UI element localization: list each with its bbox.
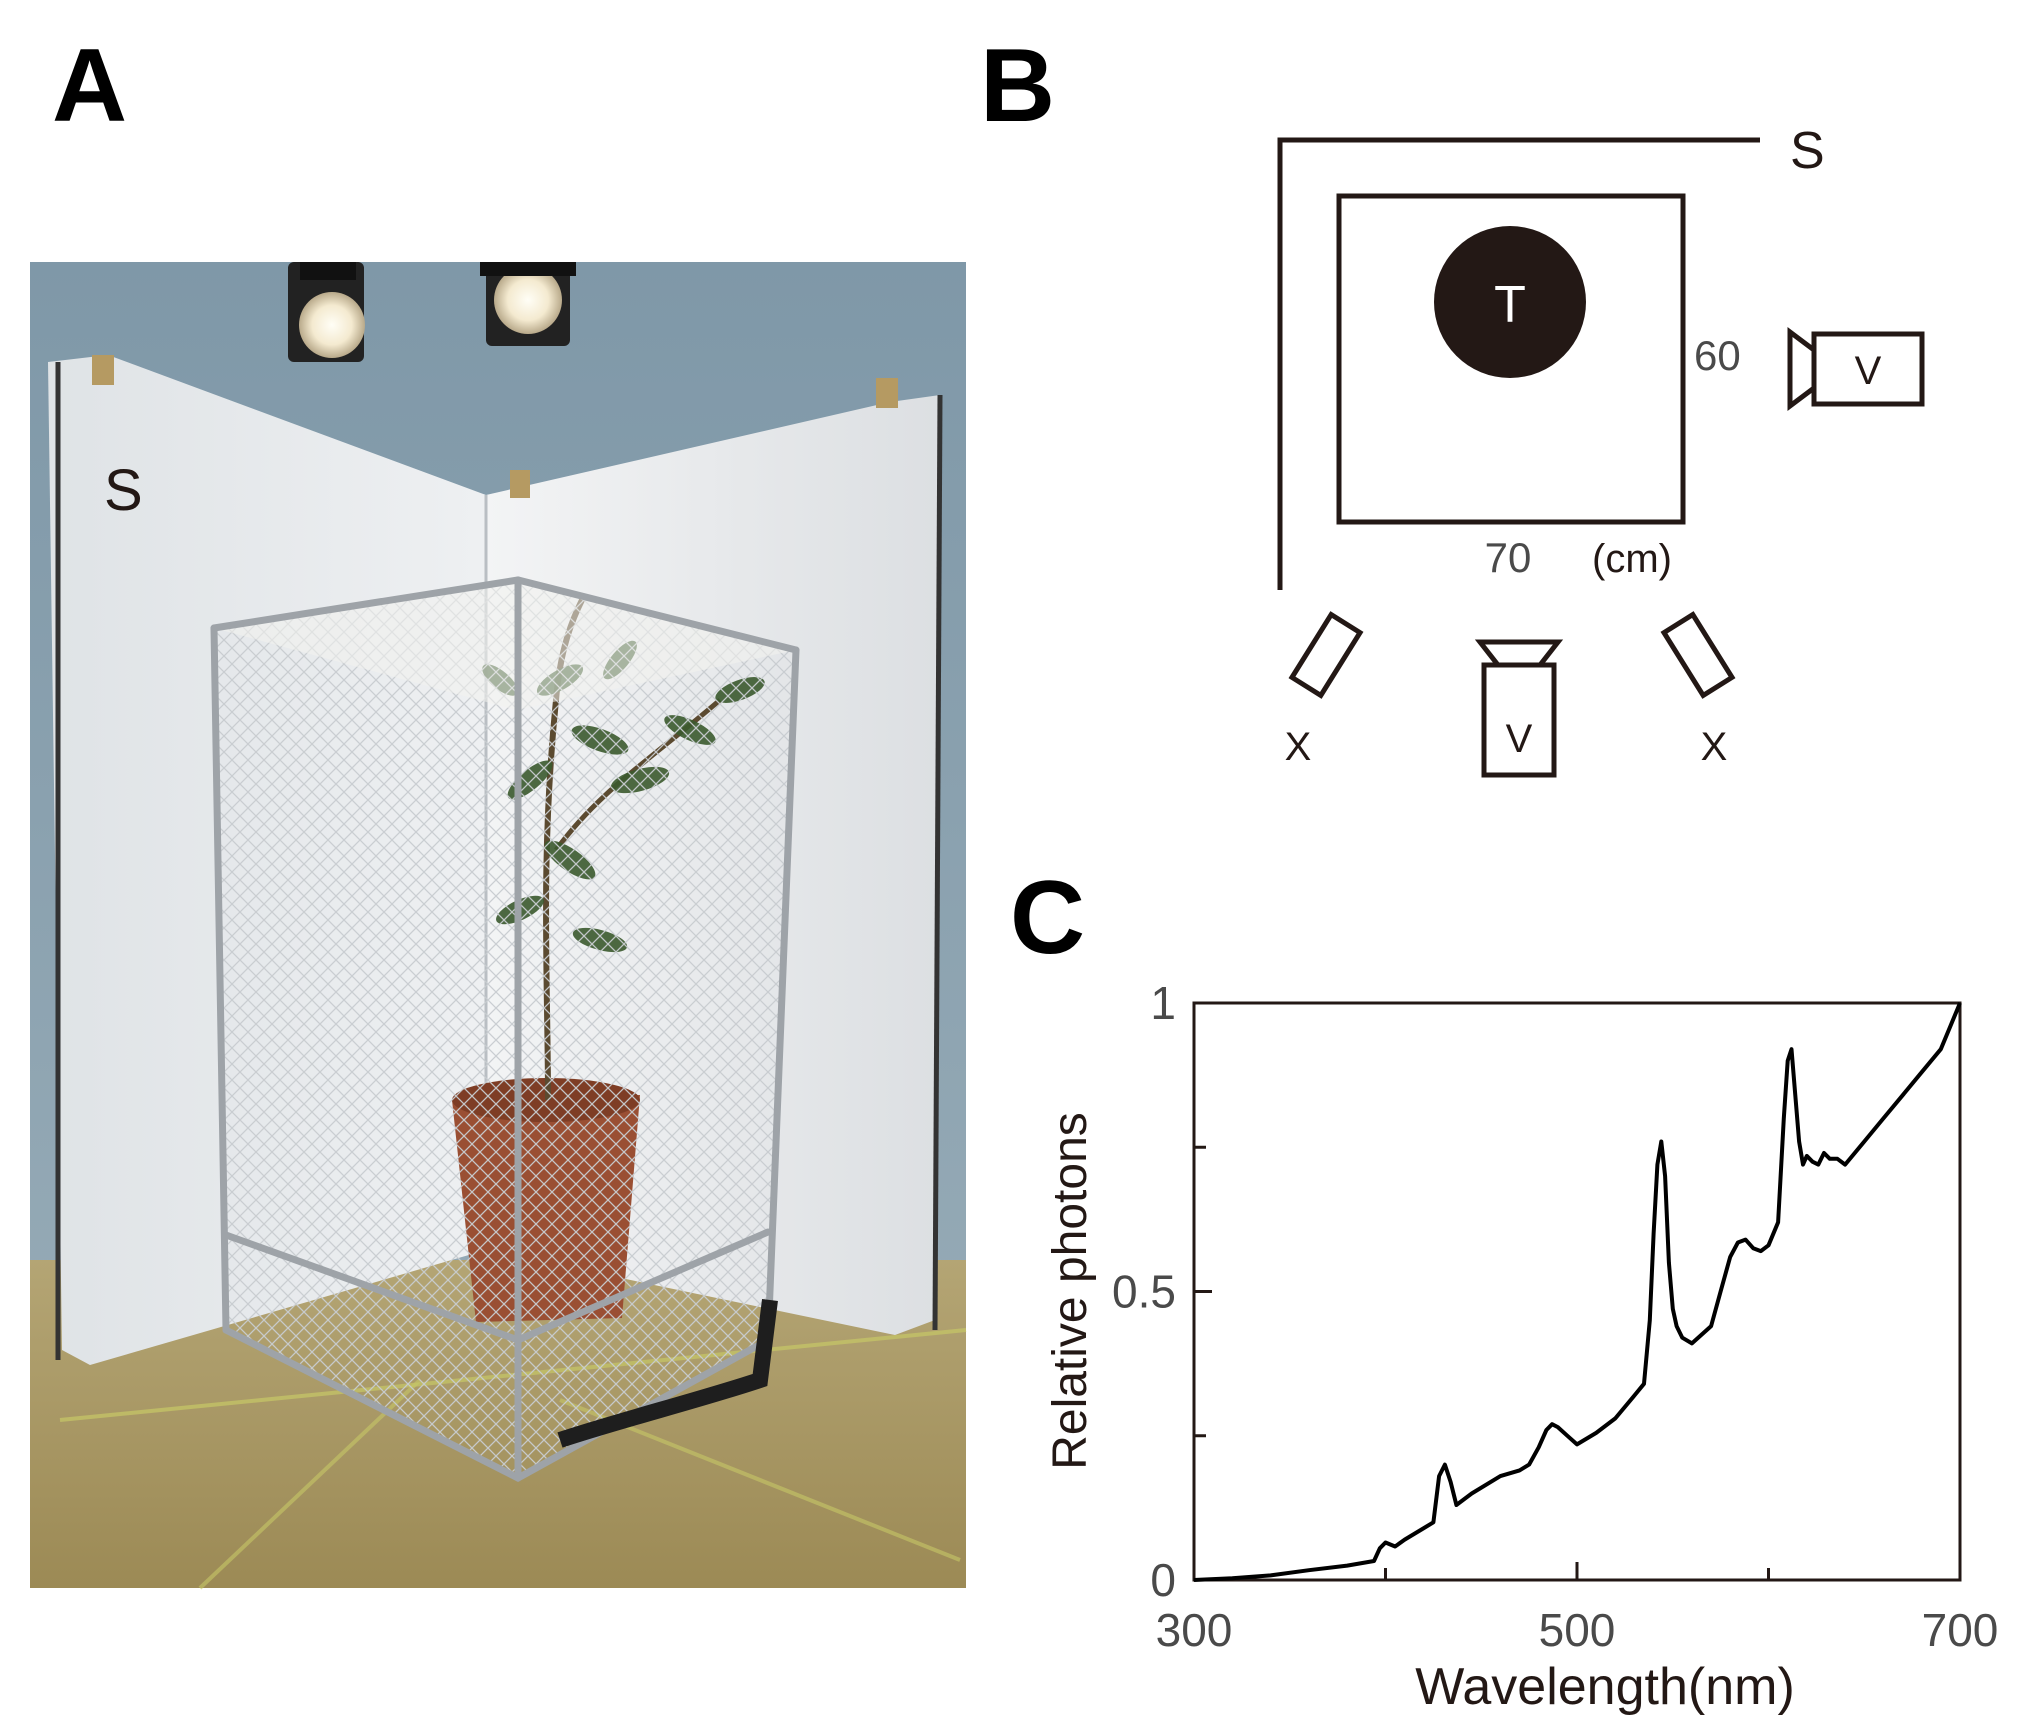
- x-tick-label: 500: [1539, 1604, 1616, 1656]
- panel-label-b: B: [980, 28, 1056, 144]
- x-tick-label: 300: [1156, 1604, 1233, 1656]
- xenon-label-left: X: [1285, 725, 1312, 769]
- experimental-setup-photo: S: [30, 262, 967, 1590]
- target-plant-circle: [1434, 226, 1586, 378]
- series-line-spectrum: [1193, 1002, 1962, 1582]
- xenon-lamp-left: [1288, 611, 1364, 699]
- mesh-cage: [210, 576, 800, 1482]
- spectrum-chart: 300 500 700 0 0.5 1 Wavelength(nm) Relative p…: [1044, 977, 1998, 1716]
- panel-label-c: C: [1010, 860, 1086, 976]
- y-tick-label: 1: [1150, 977, 1176, 1029]
- cage-outline: [1336, 193, 1686, 525]
- plot-frame: [1192, 1001, 1962, 1582]
- video-label-side: V: [1855, 349, 1882, 393]
- y-tick-label: 0: [1150, 1554, 1176, 1606]
- xenon-label-right: X: [1701, 725, 1728, 769]
- target-label: T: [1494, 276, 1526, 334]
- screen-line: [1277, 137, 1760, 590]
- lamp-right: [480, 262, 576, 346]
- photo-screen-label: S: [104, 458, 143, 523]
- xenon-lamp-right: [1660, 611, 1736, 699]
- setup-schematic: [1277, 137, 1925, 778]
- video-label-front: V: [1506, 717, 1533, 761]
- panel-label-a: A: [52, 28, 128, 144]
- x-axis-label: Wavelength(nm): [1415, 1658, 1795, 1716]
- y-tick-label: 0.5: [1112, 1266, 1176, 1318]
- y-axis-label: Relative photons: [1044, 1112, 1097, 1470]
- dimension-width-label: 70: [1485, 534, 1532, 581]
- diagram-screen-label: S: [1790, 122, 1825, 180]
- lamp-left: [288, 262, 365, 362]
- dimension-unit-label: (cm): [1592, 537, 1672, 581]
- dimension-depth-label: 60: [1694, 332, 1741, 379]
- video-camera-front: [1474, 639, 1564, 778]
- video-camera-side: [1787, 327, 1925, 411]
- x-tick-label: 700: [1922, 1604, 1999, 1656]
